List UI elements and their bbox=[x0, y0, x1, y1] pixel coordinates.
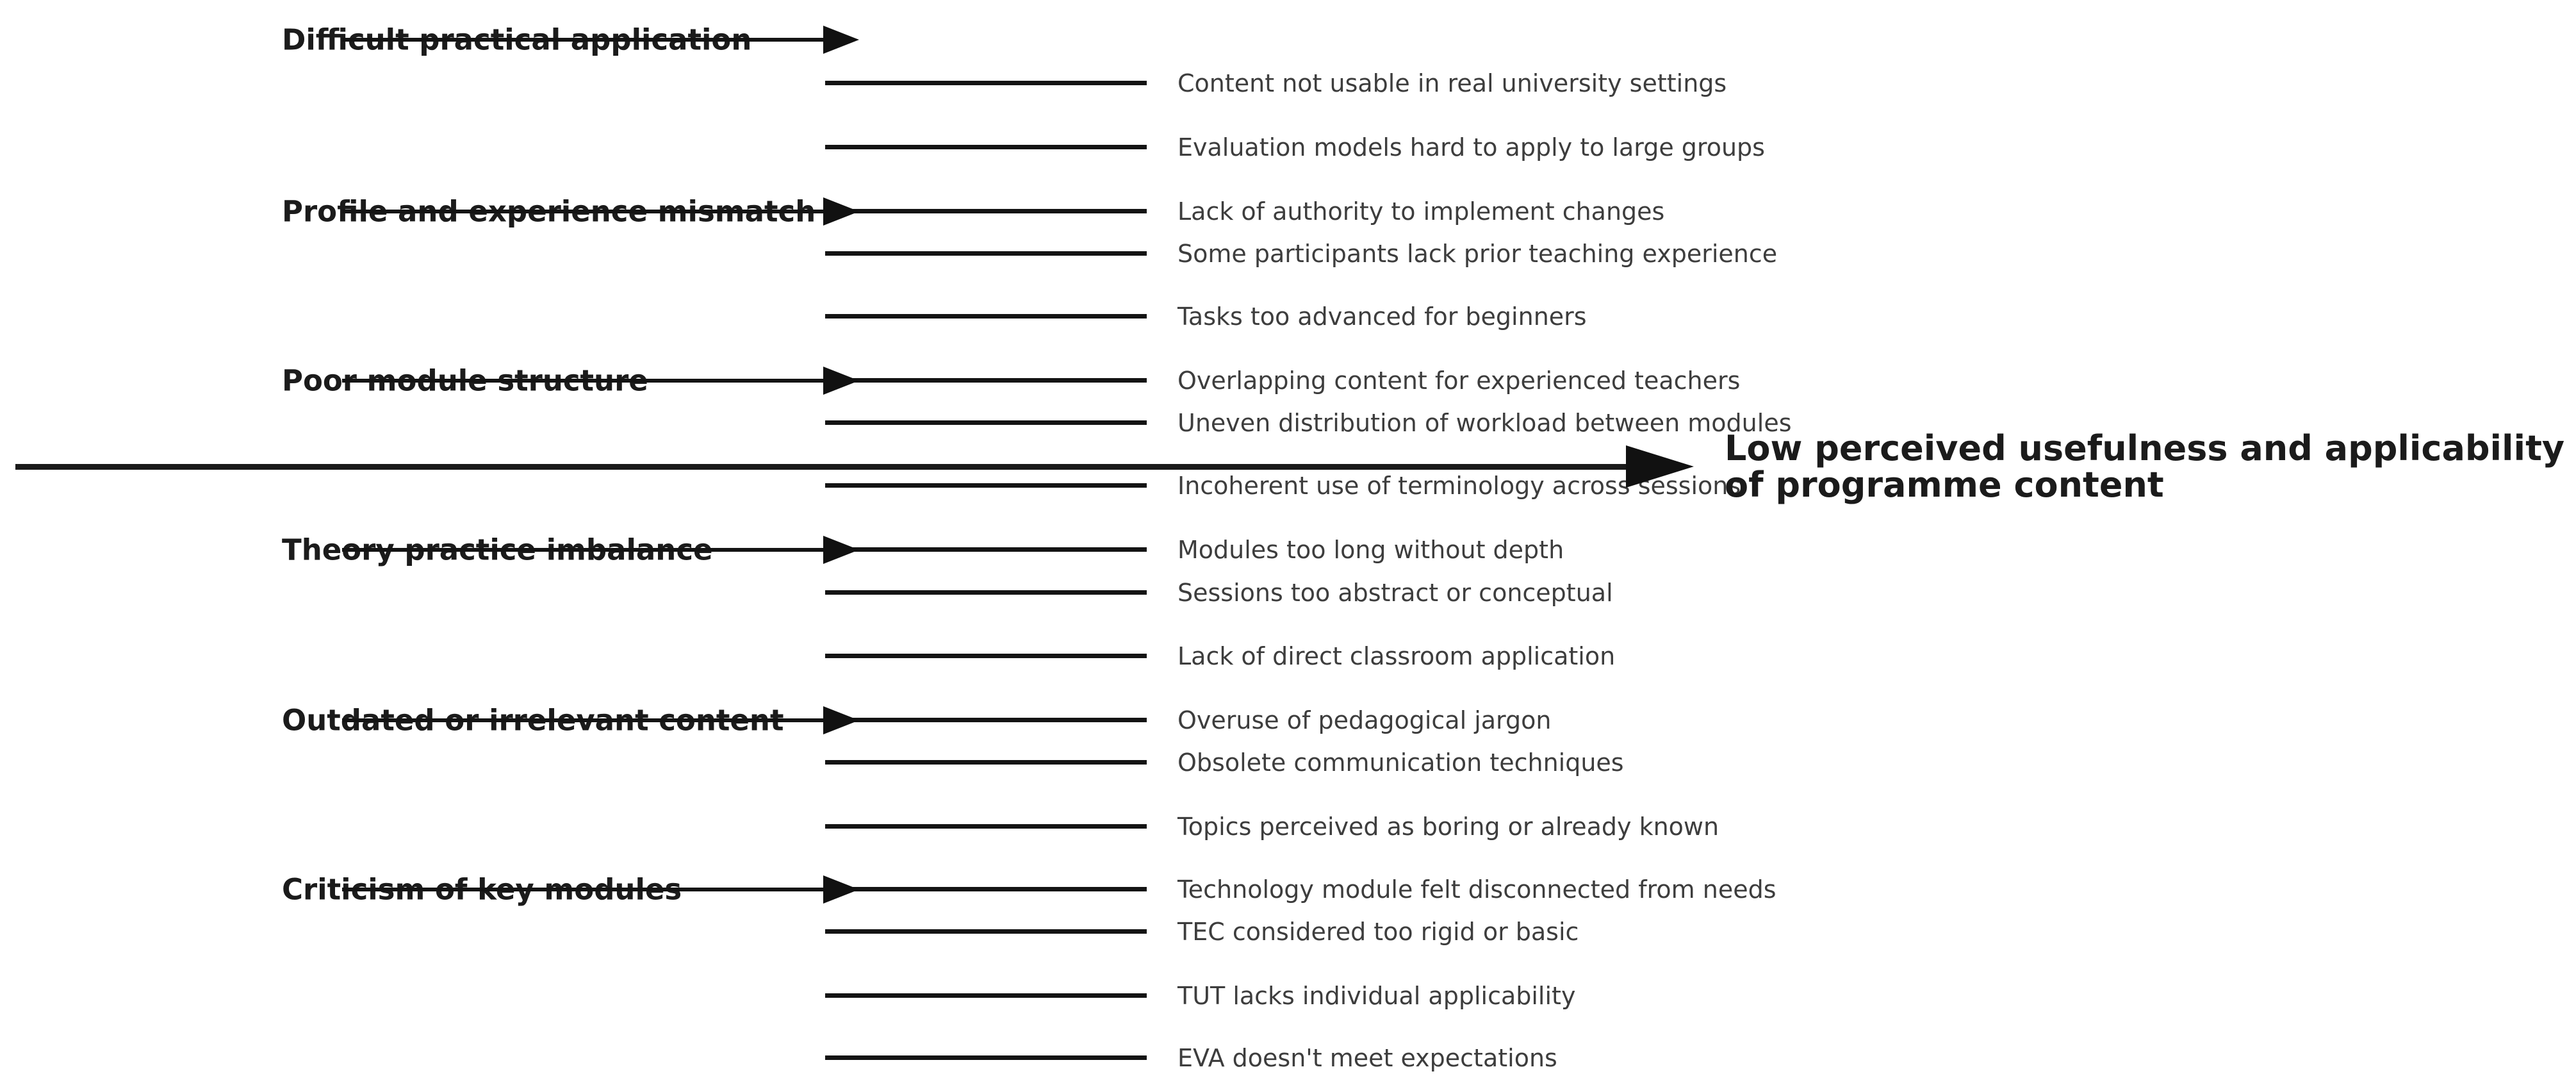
cause-line bbox=[825, 483, 1147, 488]
cause-label: TEC considered too rigid or basic bbox=[1177, 918, 1579, 946]
cause-line bbox=[825, 378, 1147, 383]
main-spine-line bbox=[15, 464, 1627, 470]
cause-label: Obsolete communication techniques bbox=[1177, 749, 1624, 777]
category-arrowhead-icon bbox=[823, 536, 859, 564]
cause-line bbox=[825, 887, 1147, 891]
cause-line bbox=[825, 251, 1147, 256]
cause-label: Modules too long without depth bbox=[1177, 536, 1564, 564]
cause-label: Overuse of pedagogical jargon bbox=[1177, 706, 1552, 734]
cause-line bbox=[825, 547, 1147, 552]
effect-label: Low perceived usefulness and applicabili… bbox=[1725, 430, 2564, 503]
cause-line bbox=[825, 81, 1147, 85]
cause-label: Tasks too advanced for beginners bbox=[1177, 302, 1587, 331]
main-spine-arrowhead-icon bbox=[1626, 445, 1694, 488]
cause-line bbox=[825, 209, 1147, 213]
category-branch-line bbox=[342, 718, 826, 722]
category-arrowhead-icon bbox=[823, 26, 859, 54]
cause-label: Some participants lack prior teaching ex… bbox=[1177, 240, 1778, 268]
cause-label: Lack of direct classroom application bbox=[1177, 642, 1616, 670]
category-branch-line bbox=[342, 548, 826, 552]
cause-label: Overlapping content for experienced teac… bbox=[1177, 367, 1741, 395]
cause-line bbox=[825, 654, 1147, 658]
cause-line bbox=[825, 929, 1147, 934]
cause-line bbox=[825, 420, 1147, 425]
category-arrowhead-icon bbox=[823, 197, 859, 226]
effect-label-line1: Low perceived usefulness and applicabili… bbox=[1725, 428, 2565, 468]
cause-label: Uneven distribution of workload between … bbox=[1177, 409, 1792, 437]
effect-label-line2: of programme content bbox=[1725, 465, 2164, 505]
cause-label: Topics perceived as boring or already kn… bbox=[1177, 813, 1719, 841]
cause-label: Evaluation models hard to apply to large… bbox=[1177, 133, 1765, 161]
cause-line bbox=[825, 590, 1147, 595]
cause-line bbox=[825, 760, 1147, 765]
cause-line bbox=[825, 718, 1147, 722]
cause-label: Technology module felt disconnected from… bbox=[1177, 875, 1776, 904]
cause-label: Lack of authority to implement changes bbox=[1177, 197, 1665, 226]
category-arrowhead-icon bbox=[823, 367, 859, 395]
cause-label: Sessions too abstract or conceptual bbox=[1177, 579, 1613, 607]
cause-line bbox=[825, 314, 1147, 318]
category-branch-line bbox=[342, 38, 826, 42]
cause-line bbox=[825, 145, 1147, 149]
category-arrowhead-icon bbox=[823, 875, 859, 904]
cause-line bbox=[825, 1055, 1147, 1060]
category-branch-line bbox=[342, 210, 826, 213]
cause-label: Content not usable in real university se… bbox=[1177, 69, 1727, 97]
category-arrowhead-icon bbox=[823, 706, 859, 734]
cause-line bbox=[825, 824, 1147, 829]
category-branch-line bbox=[342, 379, 826, 383]
cause-line bbox=[825, 993, 1147, 998]
cause-label: TUT lacks individual applicability bbox=[1177, 982, 1576, 1010]
cause-label: EVA doesn't meet expectations bbox=[1177, 1044, 1557, 1072]
category-branch-line bbox=[342, 888, 826, 891]
